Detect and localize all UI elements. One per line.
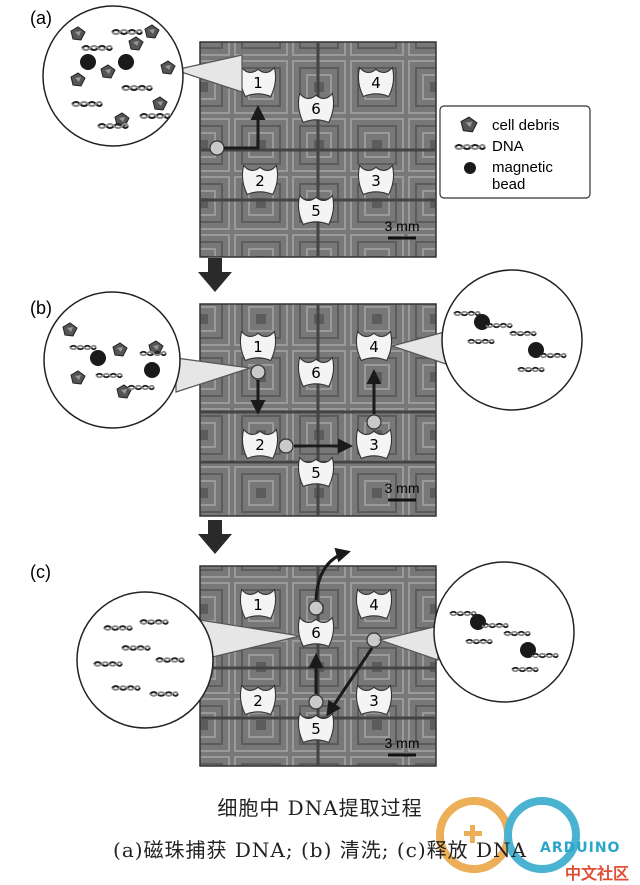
svg-text:2: 2 <box>253 692 263 710</box>
zoom-circle-a <box>42 5 184 147</box>
svg-text:1: 1 <box>253 74 263 92</box>
svg-text:3 mm: 3 mm <box>385 735 420 751</box>
zoom-circle-b-left <box>43 291 181 429</box>
path-arrow-a <box>224 105 266 150</box>
legend-bead: bead <box>492 176 525 193</box>
well-c-3: 3 <box>355 684 393 716</box>
well-c-2: 2 <box>239 684 277 716</box>
step-arrow-bc <box>198 520 232 554</box>
well-a-2: 2 <box>241 164 279 196</box>
svg-text:2: 2 <box>255 436 265 454</box>
svg-text:1: 1 <box>253 596 263 614</box>
watermark-site: 中文社区 <box>565 864 630 883</box>
panel-c: (c) 1 4 6 2 3 5 3 mm <box>30 547 575 767</box>
well-a-1: 1 <box>239 66 277 98</box>
scale-bar-c: 3 mm <box>385 735 420 757</box>
well-a-6: 6 <box>297 92 335 124</box>
zoom-contents-a <box>70 24 176 129</box>
svg-text:3 mm: 3 mm <box>385 480 420 496</box>
svg-text:5: 5 <box>311 202 321 220</box>
panel-label-c: (c) <box>30 562 51 582</box>
well-c-4: 4 <box>355 588 393 620</box>
svg-text:3 mm: 3 mm <box>385 218 420 234</box>
zoom-contents-b-left <box>62 322 167 399</box>
legend-dna: DNA <box>492 138 524 155</box>
svg-text:4: 4 <box>371 74 381 92</box>
svg-text:4: 4 <box>369 338 379 356</box>
well-c-1: 1 <box>239 588 277 620</box>
zoom-circle-c-left <box>76 591 214 729</box>
legend: cell debris DNA magnetic bead <box>439 105 591 199</box>
svg-text:5: 5 <box>311 464 321 482</box>
well-b-4: 4 <box>355 330 393 362</box>
legend-cell-debris: cell debris <box>492 117 560 134</box>
figure-subtitle: (a)磁珠捕获 DNA; (b) 清洗; (c)释放 DNA <box>113 838 527 862</box>
zoom-contents-b-right <box>453 310 567 373</box>
arduino-watermark-logo <box>436 797 581 873</box>
figure-title: 细胞中 DNA提取过程 <box>217 796 423 820</box>
svg-text:6: 6 <box>311 364 321 382</box>
watermark-brand: ARDUINO <box>540 840 621 856</box>
well-c-5: 5 <box>297 712 335 744</box>
well-b-1: 1 <box>239 330 277 362</box>
panel-a: (a) 1 4 6 2 3 5 3 mm <box>30 5 591 258</box>
well-b-6: 6 <box>297 356 335 388</box>
well-a-3: 3 <box>357 164 395 196</box>
svg-text:4: 4 <box>369 596 379 614</box>
panel-b: (b) 1 4 6 2 3 5 3 mm <box>30 269 583 517</box>
svg-text:1: 1 <box>253 338 263 356</box>
well-a-4: 4 <box>357 66 395 98</box>
svg-text:3: 3 <box>371 172 381 190</box>
svg-text:6: 6 <box>311 100 321 118</box>
svg-text:2: 2 <box>255 172 265 190</box>
well-c-6: 6 <box>297 616 335 648</box>
well-b-5: 5 <box>297 456 335 488</box>
magnetic-bead-a <box>209 140 225 156</box>
zoom-circle-c-right <box>433 561 575 703</box>
path-arrow-c1 <box>314 547 351 601</box>
zoom-circle-b-right <box>441 269 583 411</box>
scale-bar-b: 3 mm <box>385 480 420 502</box>
zoom-contents-c-right <box>449 610 559 673</box>
legend-magnetic: magnetic <box>492 159 553 176</box>
panel-label-b: (b) <box>30 298 52 318</box>
scale-bar-a: 3 mm <box>385 218 420 240</box>
well-b-3: 3 <box>355 428 393 460</box>
magnetic-bead-icon <box>464 162 476 174</box>
path-arrow-c3 <box>326 647 374 717</box>
svg-text:5: 5 <box>311 720 321 738</box>
zoom-callout-a <box>172 54 243 93</box>
svg-text:3: 3 <box>369 692 379 710</box>
step-arrow-ab <box>198 258 232 292</box>
well-a-5: 5 <box>297 194 335 226</box>
well-b-2: 2 <box>241 428 279 460</box>
svg-text:6: 6 <box>311 624 321 642</box>
panel-label-a: (a) <box>30 8 52 28</box>
svg-text:3: 3 <box>369 436 379 454</box>
